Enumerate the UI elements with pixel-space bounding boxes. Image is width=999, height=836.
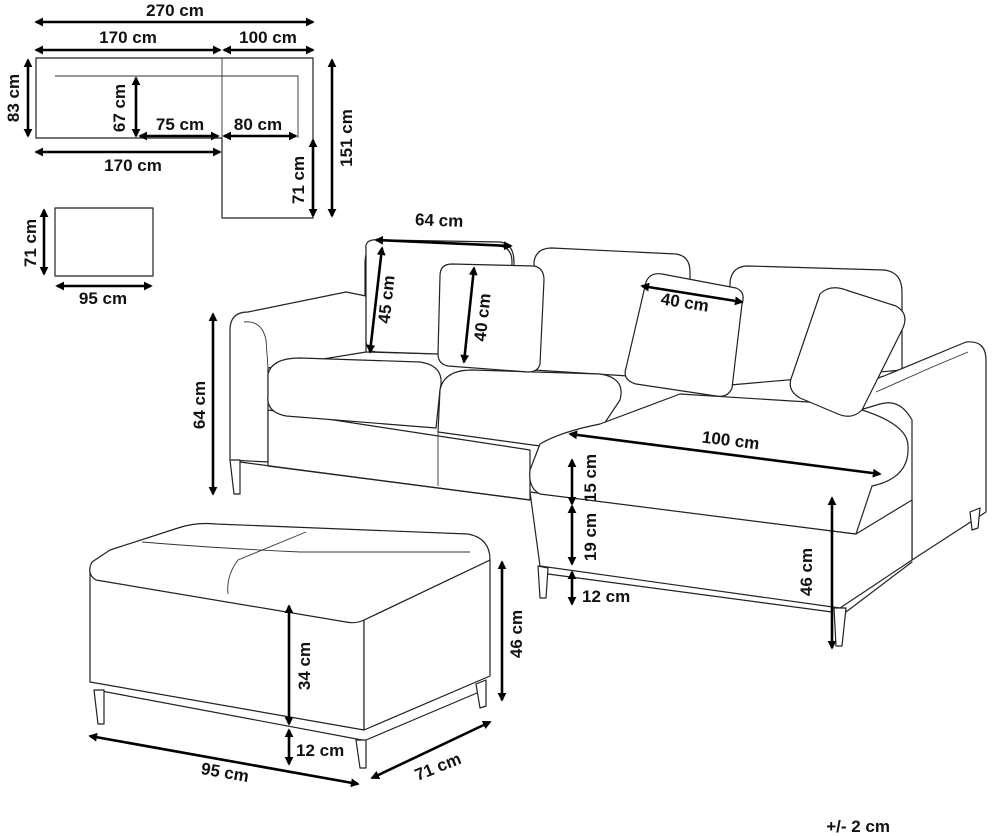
ottoman-total-height-label: 46 cm [507, 610, 526, 658]
sofa-seat-cushion-middle [437, 369, 622, 447]
sofa-cushion-width-label: 64 cm [415, 210, 464, 231]
sofa-drawing: 64 cm 45 cm 40 cm 40 cm 64 cm 100 cm 15 … [190, 210, 987, 650]
plan-seat-width-left-label: 75 cm [156, 115, 204, 134]
ottoman-leg-1 [93, 689, 105, 725]
plan-left-width-label: 170 cm [99, 28, 157, 47]
plan-bottom-width-label: 170 cm [104, 156, 162, 175]
plan-seat-outline [55, 75, 299, 138]
plan-right-width-label: 100 cm [239, 28, 297, 47]
ottoman-plan-width-label: 95 cm [79, 289, 127, 308]
sofa-pillow-right [789, 287, 906, 417]
sofa-leg-height-label: 12 cm [582, 587, 630, 606]
sofa-seat-cushion-left [267, 357, 442, 429]
ottoman-plan-depth-label: 71 cm [21, 219, 40, 267]
sofa-leg-4 [969, 507, 981, 531]
sofa-back-height-label: 64 cm [190, 381, 209, 429]
sofa-leg-2 [537, 565, 549, 599]
plan-outline [35, 57, 314, 219]
plan-view: 270 cm 170 cm 100 cm 83 cm 67 cm 75 cm 8… [4, 1, 356, 219]
plan-depth-label: 83 cm [4, 74, 23, 122]
plan-chaise-extension-label: 71 cm [289, 156, 308, 204]
plan-total-width-label: 270 cm [146, 1, 204, 20]
sofa-leg-1 [229, 459, 241, 495]
ottoman-leg-2 [355, 739, 367, 769]
ottoman-plan-view: 71 cm 95 cm [21, 207, 154, 308]
sofa-seat-height-label: 46 cm [797, 548, 816, 596]
ottoman-leg-3 [475, 679, 487, 709]
ottoman-cushion-height-label: 34 cm [295, 642, 314, 690]
sofa-cushion-height-label: 45 cm [375, 274, 399, 324]
ottoman-leg-height-label: 12 cm [296, 741, 344, 760]
sofa-leg-3 [833, 607, 847, 647]
sofa-seat-base-label: 19 cm [581, 513, 600, 561]
plan-seat-width-right-label: 80 cm [234, 115, 282, 134]
ottoman-drawing: 34 cm 46 cm 12 cm 95 cm 71 cm [88, 522, 526, 788]
ottoman-plan-outline [54, 207, 154, 277]
sofa-pillow-height-label: 40 cm [471, 292, 495, 342]
sofa-seat-cushion-label: 15 cm [581, 454, 600, 502]
ottoman-top [89, 522, 491, 624]
tolerance-note: +/- 2 cm [826, 817, 890, 836]
plan-seat-depth-label: 67 cm [110, 84, 129, 132]
plan-total-depth-label: 151 cm [337, 109, 356, 167]
